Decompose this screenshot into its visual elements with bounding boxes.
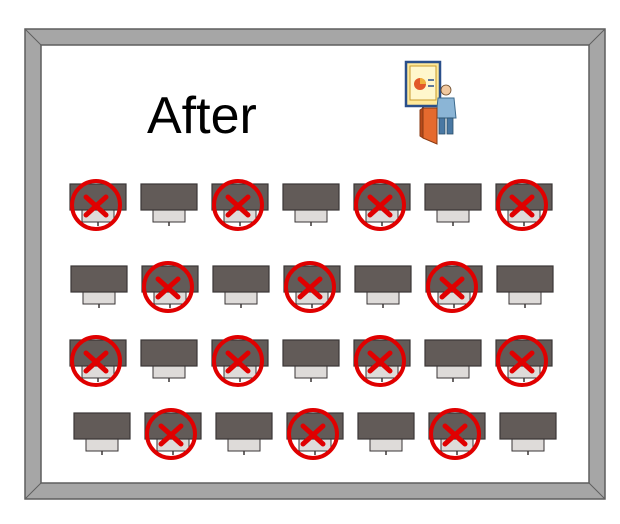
- seating-grid: [69, 179, 557, 460]
- forbidden-mark-icon: [145, 408, 197, 460]
- desk-icon: [424, 339, 482, 382]
- forbidden-mark-icon: [426, 261, 478, 313]
- desk-icon: [282, 339, 340, 382]
- desk-icon: [496, 265, 554, 308]
- desk-icon: [140, 183, 198, 226]
- forbidden-mark-icon: [287, 408, 339, 460]
- desk-icon: [70, 265, 128, 308]
- diagram-title: After: [147, 87, 257, 145]
- forbidden-mark-icon: [284, 261, 336, 313]
- forbidden-mark-icon: [142, 261, 194, 313]
- desk-icon: [215, 412, 273, 455]
- forbidden-mark-icon: [354, 335, 406, 387]
- forbidden-mark-icon: [496, 179, 548, 231]
- desk-icon: [140, 339, 198, 382]
- forbidden-mark-icon: [70, 179, 122, 231]
- forbidden-mark-icon: [212, 335, 264, 387]
- forbidden-mark-icon: [429, 408, 481, 460]
- desk-icon: [499, 412, 557, 455]
- desk-icon: [282, 183, 340, 226]
- forbidden-mark-icon: [70, 335, 122, 387]
- forbidden-mark-icon: [212, 179, 264, 231]
- desk-icon: [424, 183, 482, 226]
- presenter-icon: [404, 60, 457, 145]
- desk-icon: [357, 412, 415, 455]
- desk-icon: [212, 265, 270, 308]
- forbidden-mark-icon: [496, 335, 548, 387]
- desk-icon: [73, 412, 131, 455]
- forbidden-mark-icon: [354, 179, 406, 231]
- desk-icon: [354, 265, 412, 308]
